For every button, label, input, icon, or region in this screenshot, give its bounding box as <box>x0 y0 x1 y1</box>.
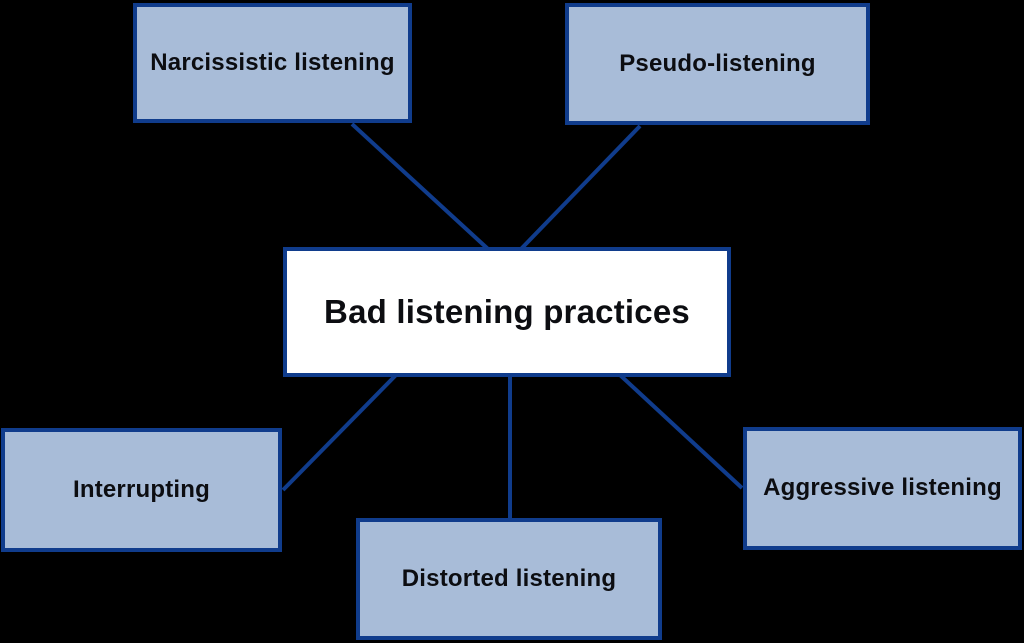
node-label: Distorted listening <box>401 564 617 592</box>
node-narcissistic-listening: Narcissistic listening <box>133 3 412 123</box>
node-aggressive-listening: Aggressive listening <box>743 427 1022 550</box>
connector-pseudo-center <box>519 124 642 251</box>
node-interrupting: Interrupting <box>1 428 282 552</box>
connector-center-aggressive <box>618 373 744 490</box>
connector-narcissistic-center <box>350 122 490 251</box>
node-label: Aggressive listening <box>763 474 1002 502</box>
node-label: Interrupting <box>72 475 211 503</box>
node-pseudo-listening: Pseudo-listening <box>565 3 870 125</box>
node-label: Narcissistic listening <box>150 48 395 76</box>
node-distorted-listening: Distorted listening <box>356 518 662 640</box>
diagram-title: Bad listening practices <box>324 292 690 330</box>
node-label: Pseudo-listening <box>619 49 816 77</box>
node-center-title: Bad listening practices <box>283 247 731 377</box>
connector-center-interrupting <box>281 373 398 492</box>
